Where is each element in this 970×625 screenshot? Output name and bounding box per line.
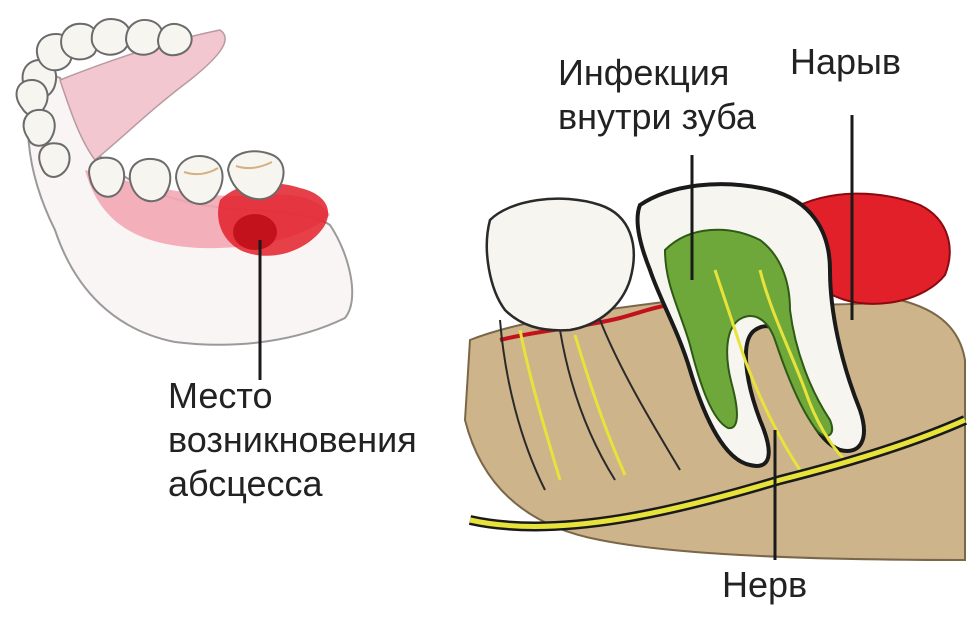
abscess-site-label: Место возникновения абсцесса — [168, 374, 417, 506]
abscess-label-line-2: возникновения — [168, 419, 417, 460]
nerve-label: Нерв — [722, 564, 808, 605]
abscess-label-line-3: абсцесса — [168, 463, 323, 504]
lower-jaw-illustration — [15, 18, 354, 380]
infection-label: Инфекция внутри зуба — [558, 51, 756, 139]
pus-label: Нарыв — [790, 41, 902, 82]
abscess-label-line-1: Место — [168, 375, 273, 416]
tooth-cross-section-illustration — [463, 115, 968, 562]
infection-label-line-1: Инфекция — [558, 52, 730, 93]
infection-label-line-2: внутри зуба — [558, 96, 756, 137]
